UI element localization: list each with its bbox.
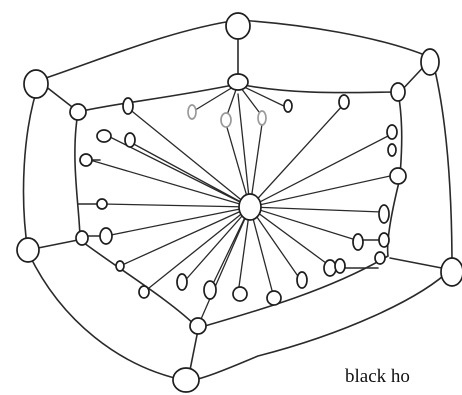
upper-right-outer-node [421, 49, 439, 75]
black-hole-label: black ho [345, 366, 410, 388]
black-hole-node [239, 194, 261, 220]
bottom-cluster-hub [190, 318, 206, 334]
top-cluster-hub [228, 74, 248, 90]
lower-right-outer-node [441, 258, 462, 286]
right-cluster-hub [391, 83, 405, 101]
left-cluster-hub [70, 104, 86, 120]
lower-left-outer-node [17, 238, 39, 262]
bottom-outer-node [173, 368, 199, 392]
upper-left-outer-node [24, 70, 48, 98]
top-outer-node [226, 13, 250, 39]
